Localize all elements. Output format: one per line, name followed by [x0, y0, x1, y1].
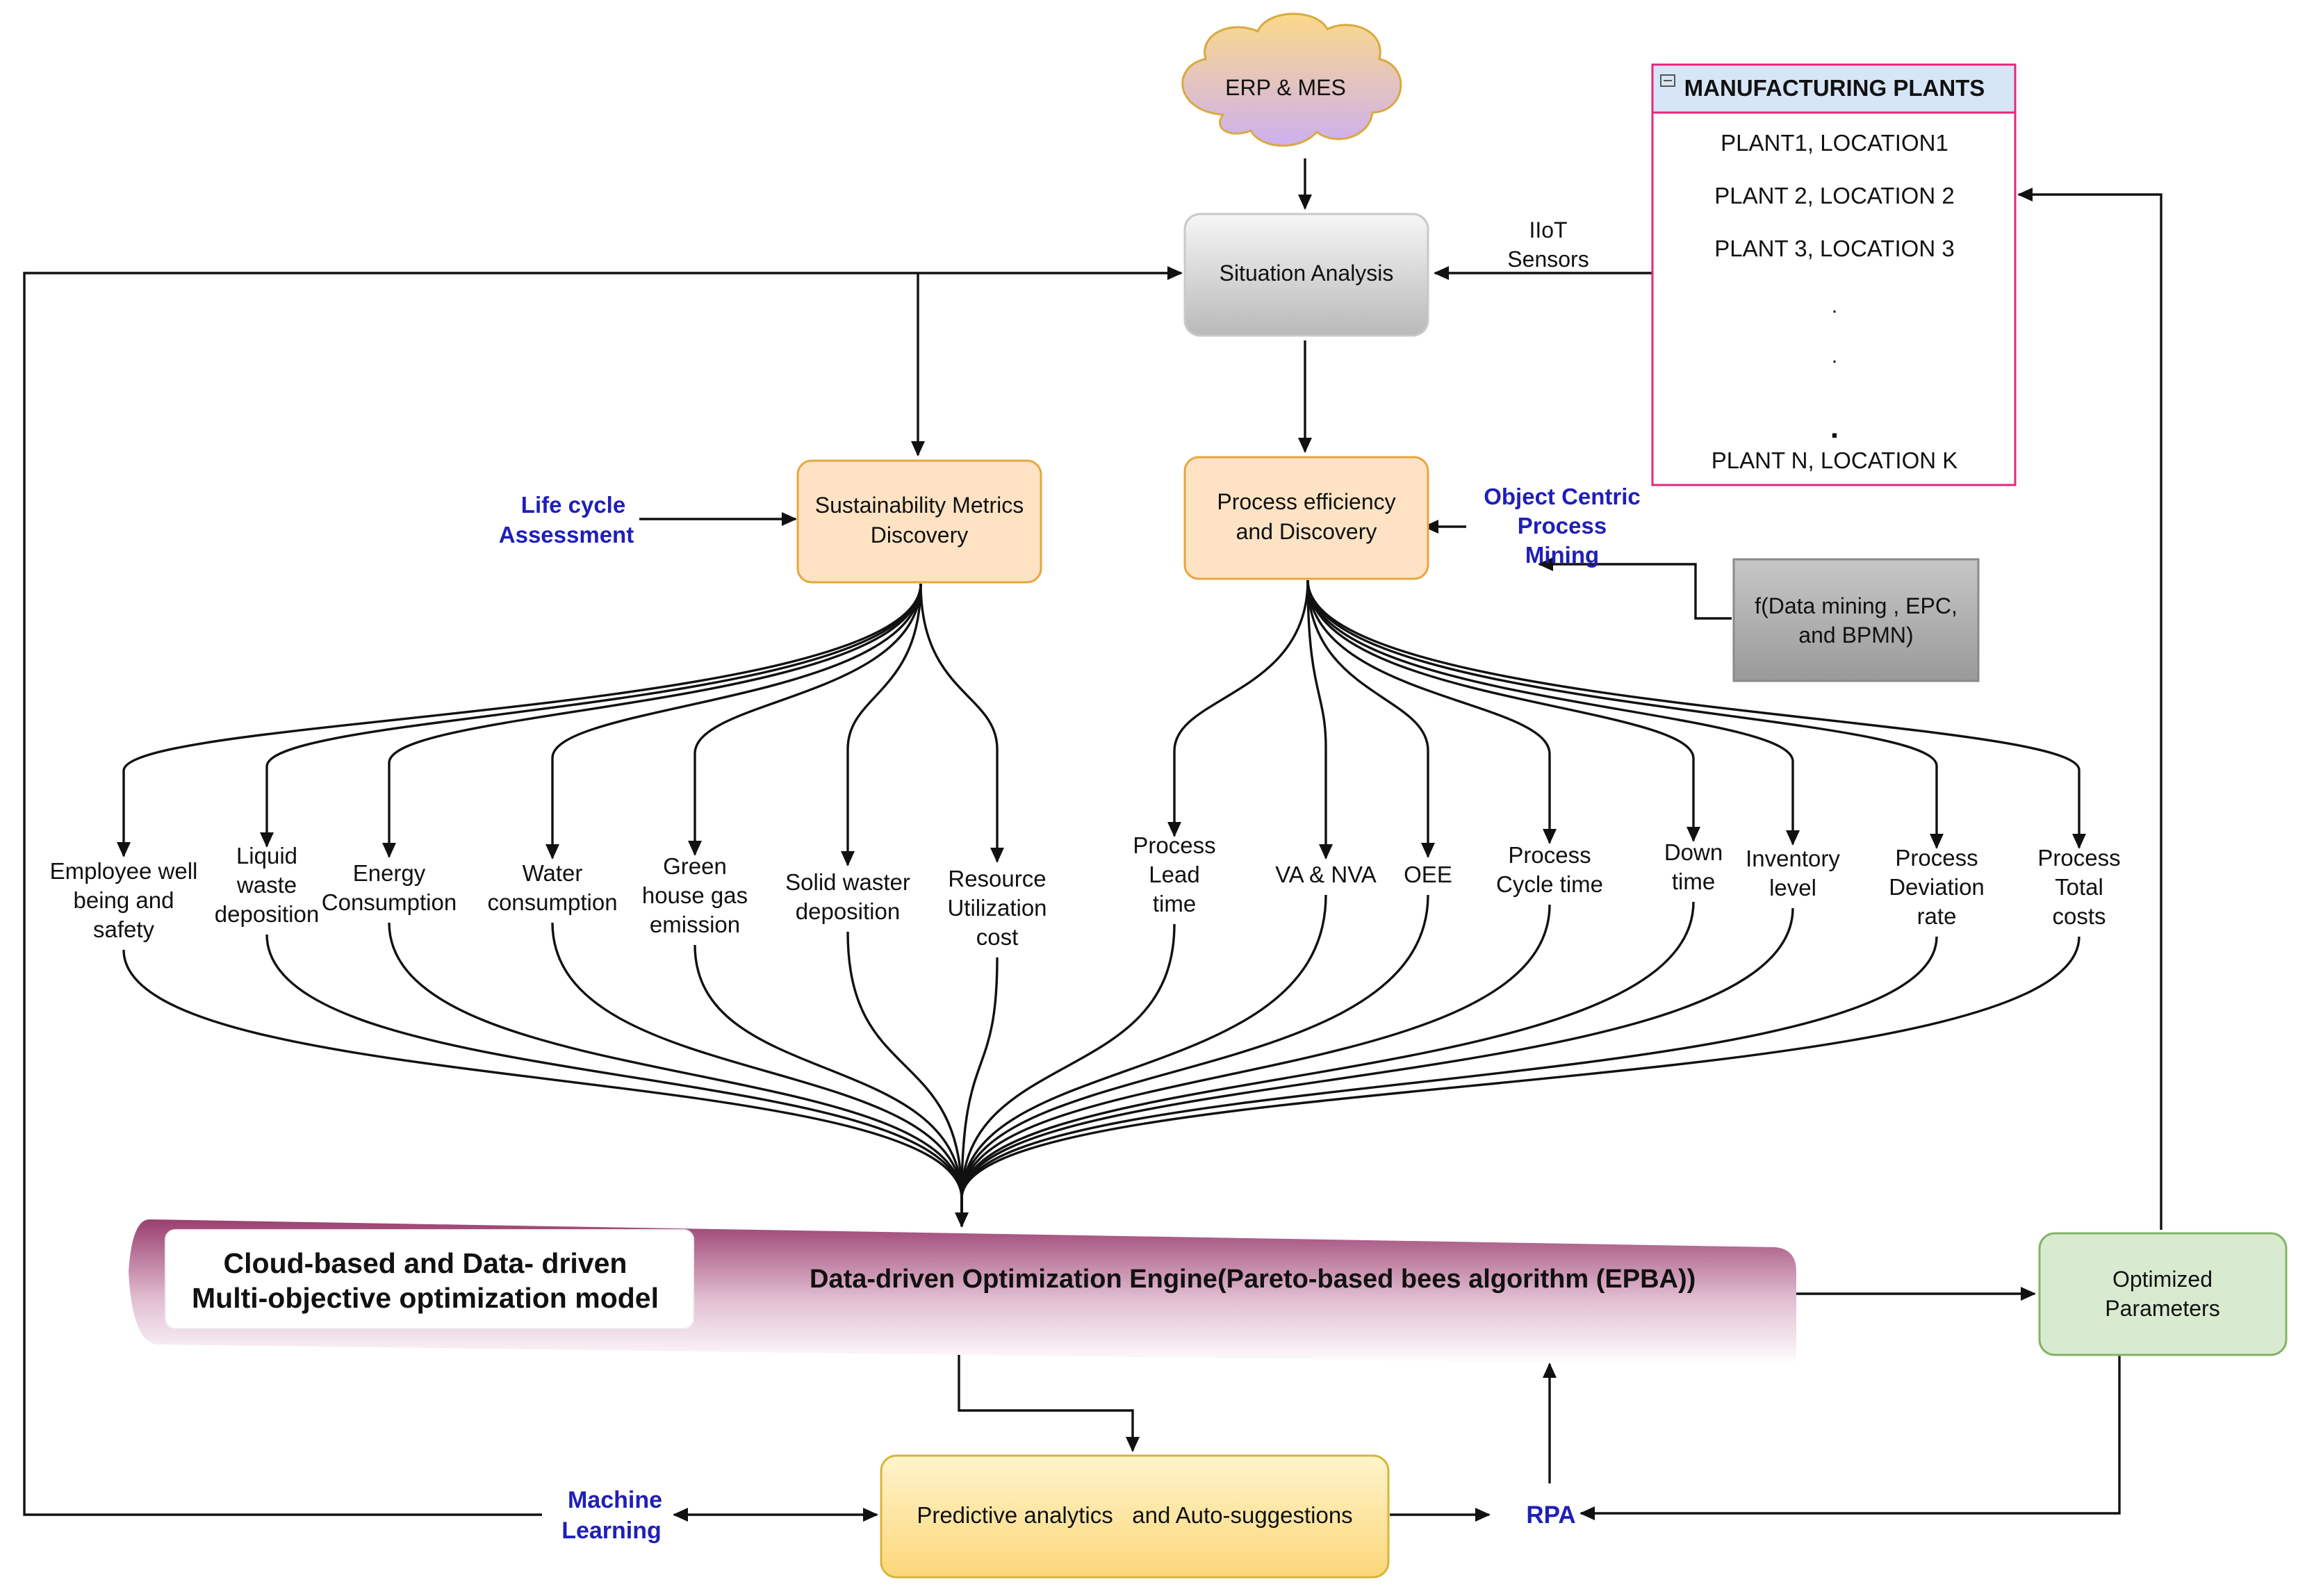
svg-text:Sensors: Sensors — [1507, 247, 1589, 272]
metric-label: VA & NVA — [1275, 862, 1377, 887]
metric-branch-curve — [841, 583, 922, 866]
metric-merge-curve — [960, 901, 1695, 1226]
svg-text:f(Data mining , EPC,: f(Data mining , EPC, — [1755, 593, 1958, 618]
svg-text:Life cycle: Life cycle — [521, 492, 625, 518]
cloud-model-label: Multi-objective optimization model — [192, 1282, 659, 1314]
svg-text:IIoT: IIoT — [1529, 217, 1567, 242]
metric-merge-curve — [960, 907, 1794, 1226]
cloud-model-label: Cloud-based and Data- driven — [224, 1247, 627, 1279]
metric-branch-curve — [1306, 579, 1944, 849]
situation-analysis-box: Situation Analysis — [1183, 213, 1429, 337]
predictive-analytics-box: Predictive analytics and Auto-suggestion… — [880, 1454, 1390, 1579]
metric-merge-curve — [846, 931, 963, 1226]
svg-text:Process efficiency: Process efficiency — [1217, 489, 1395, 514]
metric-branch-curve — [382, 583, 922, 858]
plant-row: PLANT1, LOCATION1 — [1721, 130, 1948, 156]
metric-branch-curve — [1306, 579, 1800, 846]
metric-branch-curve — [1306, 579, 1700, 842]
svg-text:Mining: Mining — [1525, 542, 1599, 568]
metric-branch-curve — [1306, 579, 1435, 858]
plant-row-ellipsis: . — [1832, 295, 1837, 318]
metric-branch-curve — [1306, 579, 2086, 849]
plant-row: PLANT 3, LOCATION 3 — [1714, 236, 1954, 261]
metric-branch-curve — [545, 583, 922, 859]
metric-branch-curve — [117, 583, 922, 857]
optimized-parameters-box: Optimized Parameters — [2038, 1232, 2288, 1356]
erp-mes-label: ERP & MES — [1225, 75, 1346, 100]
object-centric-process-mining-label: Object Centric Process Mining — [1484, 484, 1641, 568]
metric-merge-curve — [388, 922, 963, 1226]
metric-branch-curve — [260, 583, 922, 848]
life-cycle-assessment-label: Life cycle Assessment — [499, 492, 634, 548]
svg-text:Learning: Learning — [561, 1517, 662, 1544]
metric-merge-curve — [265, 934, 963, 1226]
svg-text:Parameters: Parameters — [2105, 1296, 2219, 1321]
rpa-label: RPA — [1526, 1502, 1575, 1529]
engine-label: Data-driven Optimization Engine(Pareto-b… — [810, 1265, 1696, 1294]
metric-branch-curve — [1167, 579, 1309, 837]
metric-merge-curve — [960, 936, 2080, 1226]
metric-branch-curve — [1306, 579, 1333, 859]
cloud-model-box — [165, 1229, 694, 1329]
sustainability-metrics-box: Sustainability Metrics Discovery — [796, 459, 1042, 584]
optimization-engine-band: Cloud-based and Data- driven Multi-objec… — [129, 1219, 1796, 1365]
svg-text:and BPMN): and BPMN) — [1798, 623, 1913, 648]
erp-mes-cloud: ERP & MES — [1181, 13, 1402, 147]
iiot-sensors-label: IIoT Sensors — [1507, 217, 1589, 272]
plant-row: PLANT N, LOCATION K — [1712, 447, 1958, 473]
plants-title: MANUFACTURING PLANTS — [1684, 75, 1985, 101]
svg-text:and Discovery: and Discovery — [1236, 519, 1377, 544]
collapse-icon[interactable] — [1660, 74, 1675, 87]
metric-merge-curve — [960, 936, 1938, 1226]
metric-merge-curve — [551, 922, 963, 1226]
svg-text:Object Centric: Object Centric — [1484, 484, 1641, 509]
data-mining-epc-bpmn-box: f(Data mining , EPC, and BPMN) — [1732, 558, 1980, 682]
predictive-analytics-label: Predictive analytics and Auto-suggestion… — [917, 1502, 1352, 1528]
metric-flow-curves — [117, 579, 2086, 1228]
svg-text:Discovery: Discovery — [871, 523, 968, 548]
manufacturing-plants-table: MANUFACTURING PLANTS PLANT1, LOCATION1 P… — [1651, 63, 2017, 486]
metric-label: OEE — [1404, 862, 1452, 887]
svg-text:Assessment: Assessment — [499, 522, 634, 548]
metric-merge-curve — [122, 949, 969, 1228]
metric-merge-curve — [693, 944, 963, 1226]
metric-branch-curve — [688, 583, 922, 856]
plant-row-ellipsis: . — [1832, 345, 1837, 368]
metric-merge-curve — [960, 904, 1551, 1226]
plant-row-ellipsis: . — [1830, 411, 1839, 445]
machine-learning-label: Machine Learning — [561, 1487, 662, 1544]
svg-text:Optimized: Optimized — [2112, 1267, 2213, 1292]
metric-branch-curve — [1306, 579, 1557, 844]
situation-analysis-label: Situation Analysis — [1220, 261, 1394, 286]
svg-text:Sustainability Metrics: Sustainability Metrics — [815, 493, 1024, 518]
process-efficiency-box: Process efficiency and Discovery — [1183, 456, 1429, 580]
metric-merge-curve — [960, 894, 1429, 1226]
metric-merge-curve — [960, 957, 999, 1226]
plant-row: PLANT 2, LOCATION 2 — [1714, 183, 1954, 208]
svg-text:Machine: Machine — [568, 1487, 662, 1513]
metric-merge-curve — [960, 894, 1327, 1226]
metric-merge-curve — [960, 923, 1176, 1226]
svg-text:Process: Process — [1518, 513, 1607, 538]
connector-arrows — [23, 158, 2162, 1522]
metric-branch-curve — [919, 583, 1004, 863]
